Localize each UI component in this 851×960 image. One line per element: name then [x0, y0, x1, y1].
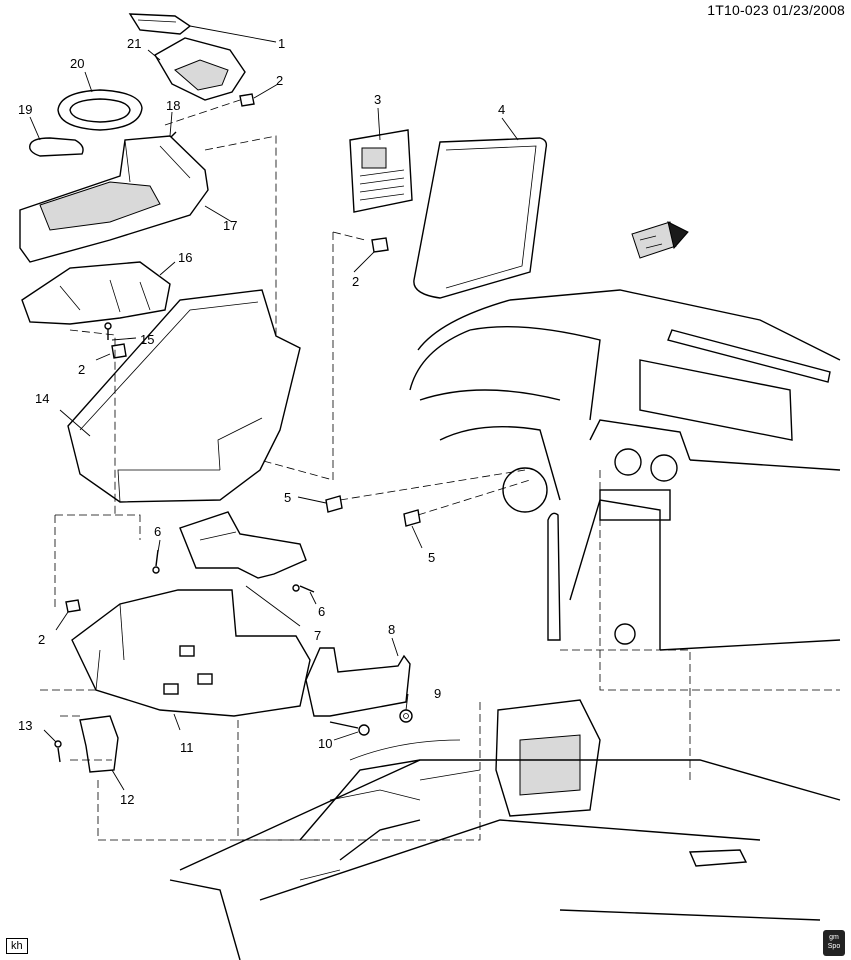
part-10-bolt: [329, 721, 370, 736]
part-5-clip-right: [403, 509, 421, 527]
vehicle-interior: [169, 289, 841, 960]
callout-6-left: 6: [154, 524, 161, 539]
part-5-clip-left: [325, 495, 343, 513]
callout-5-left: 5: [284, 490, 291, 505]
callout-17: 17: [223, 218, 237, 233]
callout-13: 13: [18, 718, 32, 733]
diagram-code-date: 1T10-023 01/23/2008: [707, 2, 845, 18]
part-16-inner-bracket: [21, 261, 171, 325]
part-4-side-panel: [413, 137, 548, 299]
callout-19: 19: [18, 102, 32, 117]
assembly-guide-lines: [40, 99, 840, 841]
part-19-cover: [29, 137, 84, 157]
part-17-console-upper: [19, 135, 209, 263]
callout-21: 21: [127, 36, 141, 51]
part-6-screw-left: [152, 549, 160, 574]
callout-2-bottom: 2: [38, 632, 45, 647]
part-9-nut: [399, 709, 413, 723]
part-15-screw: [104, 322, 112, 340]
callout-11: 11: [180, 740, 194, 755]
callout-16: 16: [178, 250, 192, 265]
part-2-clip-bottom: [65, 599, 81, 613]
callout-8: 8: [388, 622, 395, 637]
logo-line-1: gm: [829, 934, 839, 941]
front-direction-arrow-icon: [631, 221, 689, 259]
callout-14: 14: [35, 391, 49, 406]
callout-3: 3: [374, 92, 381, 107]
callout-15: 15: [140, 332, 154, 347]
callout-18: 18: [166, 98, 180, 113]
part-20-trim-ring: [57, 89, 143, 131]
leader-lines: [29, 25, 519, 791]
part-3-label: [349, 129, 413, 213]
logo-line-2: Spo: [827, 943, 841, 950]
callout-20: 20: [70, 56, 84, 71]
callout-10: 10: [318, 736, 332, 751]
part-21-bezel: [154, 37, 246, 101]
callout-9: 9: [434, 686, 441, 701]
callout-2-left: 2: [78, 362, 85, 377]
part-11-console-lower: [71, 589, 311, 717]
callout-5-right: 5: [428, 550, 435, 565]
callout-6-right: 6: [318, 604, 325, 619]
callout-7: 7: [314, 628, 321, 643]
part-14-console-side: [67, 289, 301, 503]
part-6-screw-right: [292, 584, 315, 593]
callout-2-top: 2: [276, 73, 283, 88]
part-2-clip-top: [239, 93, 255, 107]
part-2-clip-mid: [371, 237, 389, 253]
callout-4: 4: [498, 102, 505, 117]
callout-12: 12: [120, 792, 134, 807]
callout-labels: 1 21 20 2 18 19 3 4 17 16 2 15 2 14 5 6 …: [18, 36, 505, 807]
part-7-console-bracket: [179, 511, 307, 579]
part-13-screw: [54, 740, 62, 763]
callout-2-mid: 2: [352, 274, 359, 289]
callout-1: 1: [278, 36, 285, 51]
part-1-trim-cap: [128, 13, 192, 35]
illustrator-initials: kh: [6, 938, 28, 954]
part-2-clip-left: [111, 343, 127, 359]
part-12-small-bracket: [79, 715, 119, 773]
gm-spo-logo: gm Spo: [823, 930, 845, 956]
part-8-support-bracket: [305, 647, 411, 717]
